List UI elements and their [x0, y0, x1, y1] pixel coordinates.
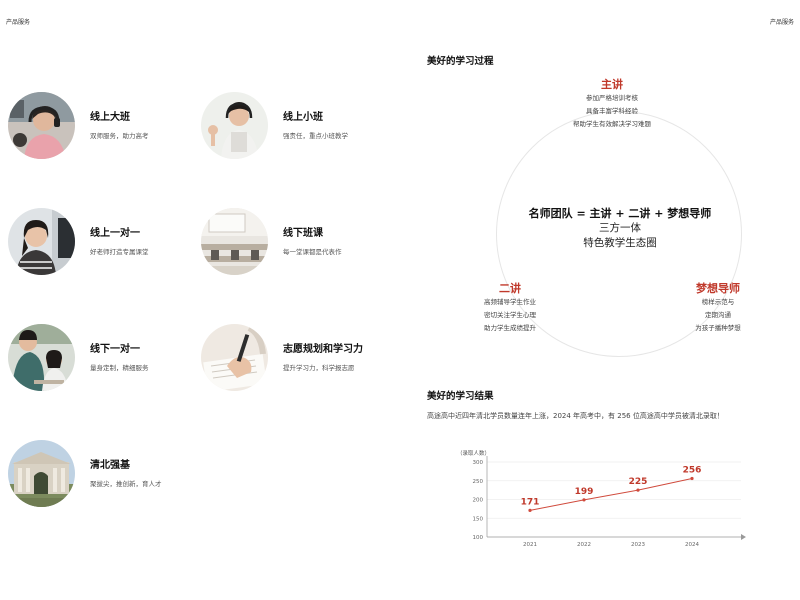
service-qingbei: 清北强基 聚拔尖，推创新，育人才: [8, 440, 198, 510]
x-tick-label: 2024: [685, 542, 699, 548]
service-desc: 强责任，重点小班教学: [283, 132, 348, 140]
y-tick-label: 200: [473, 498, 484, 504]
service-desc: 好老师打造专属课堂: [90, 248, 149, 256]
offline-one-on-one-photo: [8, 324, 75, 391]
y-tick-label: 100: [473, 535, 484, 541]
role-mentor-line: 定期沟通: [705, 311, 731, 319]
service-online-class: 线上大班 双师服务，助力高考: [8, 92, 198, 162]
service-desc: 聚拔尖，推创新，育人才: [90, 480, 162, 488]
service-title: 线下一对一: [90, 344, 140, 355]
data-point: [690, 476, 694, 481]
process-center: 名师团队 = 主讲 + 二讲 + 梦想导师 三方一体 特色教学生态圈: [500, 205, 740, 251]
campus-photo: [8, 440, 75, 507]
header-label-left: 产品服务: [6, 19, 31, 26]
role-second-line: 助力学生成绩提升: [484, 324, 536, 332]
x-tick-label: 2021: [523, 542, 537, 548]
service-desc: 量身定制，精细服务: [90, 364, 149, 372]
team-formula: 名师团队 = 主讲 + 二讲 + 梦想导师: [528, 207, 712, 220]
service-title: 清北强基: [90, 460, 130, 471]
planning-photo: [201, 324, 268, 391]
role-main-line: 帮助学生有效解决学习难题: [573, 120, 651, 128]
data-label: 225: [629, 477, 648, 487]
role-mentor-line: 为孩子播种梦想: [695, 324, 741, 332]
service-planning: 志愿规划和学习力 提升学习力，科学报志愿: [201, 324, 391, 394]
service-small-class: 线上小班 强责任，重点小班教学: [201, 92, 391, 162]
service-title: 线上小班: [283, 112, 323, 123]
online-class-photo: [8, 92, 75, 159]
process-ring: [496, 111, 742, 357]
data-label: 256: [683, 466, 702, 476]
role-second-line: 高频辅导学生作业: [484, 298, 536, 306]
service-title: 线上大班: [90, 112, 130, 123]
y-tick-label: 250: [473, 479, 484, 485]
data-label: 171: [521, 497, 540, 507]
series-line: [529, 478, 693, 511]
results-description: 高途高中近四年清北学员数量连年上涨，2024 年高考中，有 256 位高途高中学…: [427, 412, 724, 420]
center-subtitle: 特色教学生态圈: [583, 237, 657, 249]
service-offline-one-on-one: 线下一对一 量身定制，精细服务: [8, 324, 198, 394]
role-main-title: 主讲: [601, 78, 623, 91]
x-tick-label: 2023: [631, 542, 645, 548]
y-tick-label: 300: [473, 460, 484, 466]
service-title: 志愿规划和学习力: [283, 344, 363, 355]
header-label-right: 产品服务: [769, 19, 794, 26]
role-second-line: 密切关注学生心理: [484, 311, 536, 319]
service-title: 线上一对一: [90, 228, 140, 239]
data-point: [582, 498, 586, 502]
role-main-lines: 参加严格培训考核 具备丰富学科经验 帮助学生有效解决学习难题: [540, 92, 684, 131]
small-class-photo: [201, 92, 268, 159]
role-mentor-line: 榜样示范与: [701, 298, 735, 306]
results-title: 美好的学习结果: [427, 391, 494, 402]
center-subtitle: 三方一体: [599, 222, 641, 234]
role-mentor-title: 梦想导师: [696, 282, 740, 295]
y-axis-label: （录取人数）: [457, 449, 490, 457]
role-second-lines: 高频辅导学生作业 密切关注学生心理 助力学生成绩提升: [460, 296, 560, 335]
role-second-title: 二讲: [499, 282, 521, 295]
admissions-line-chart: （录取人数） 100 150 200 250 300 2021 2022 2023 2024 171…: [457, 449, 746, 548]
service-online-one-on-one: 线上一对一 好老师打造专属课堂: [8, 208, 198, 278]
role-main-line: 具备丰富学科经验: [586, 107, 638, 115]
role-main-line: 参加严格培训考核: [586, 94, 638, 102]
process-title: 美好的学习过程: [427, 56, 494, 67]
data-point: [636, 488, 640, 492]
service-offline-class: 线下班课 每一堂课都是代表作: [201, 208, 391, 278]
service-desc: 双师服务，助力高考: [90, 132, 149, 140]
online-one-on-one-photo: [8, 208, 75, 275]
service-desc: 每一堂课都是代表作: [283, 248, 342, 256]
data-point: [528, 508, 532, 512]
x-tick-label: 2022: [577, 542, 591, 548]
service-desc: 提升学习力，科学报志愿: [283, 364, 355, 372]
x-axis-arrow: [741, 534, 746, 540]
offline-class-photo: [201, 208, 268, 275]
data-label: 199: [575, 487, 594, 497]
y-tick-label: 150: [473, 516, 484, 522]
service-title: 线下班课: [283, 228, 323, 239]
role-mentor-lines: 榜样示范与 定期沟通 为孩子播种梦想: [676, 296, 760, 335]
